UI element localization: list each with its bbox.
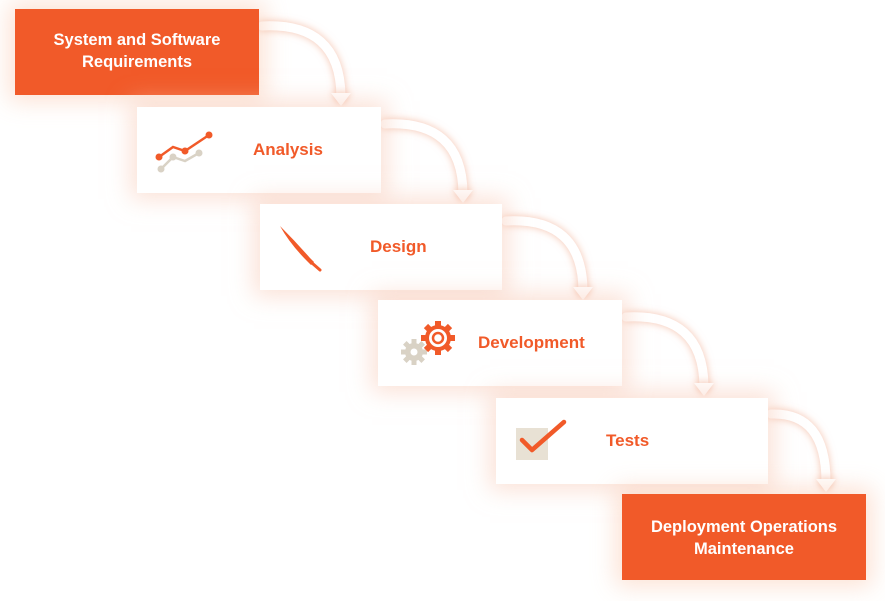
arrowhead <box>816 479 836 492</box>
gears-icon <box>401 321 455 365</box>
connector-arrow <box>257 21 346 101</box>
step-label-development: Development <box>478 333 585 352</box>
step-tests: Tests <box>496 398 768 484</box>
step-label-analysis: Analysis <box>253 140 323 159</box>
step-label-requirements: System and Software Requirements <box>53 31 221 71</box>
step-requirements: System and Software Requirements <box>15 9 259 95</box>
arrowhead <box>573 287 593 300</box>
arrowhead <box>331 93 351 106</box>
step-label-design: Design <box>370 237 427 256</box>
arrowhead <box>453 190 473 203</box>
connector-arrow <box>501 216 588 295</box>
checkbox-icon <box>516 419 567 460</box>
connector-arrow <box>766 409 831 487</box>
step-label-tests: Tests <box>606 431 650 450</box>
step-analysis: Analysis <box>137 107 381 193</box>
connector-arrow <box>621 312 709 391</box>
step-deployment: Deployment Operations Maintenance <box>622 494 866 580</box>
step-label-deployment: Deployment Operations Maintenance <box>650 518 838 558</box>
step-design: Design <box>260 204 502 290</box>
connector-arrow <box>380 119 468 198</box>
paintbrush-icon <box>280 226 322 272</box>
line-chart-icon <box>155 131 213 173</box>
arrowhead <box>694 383 714 396</box>
step-development: Development <box>378 300 622 386</box>
